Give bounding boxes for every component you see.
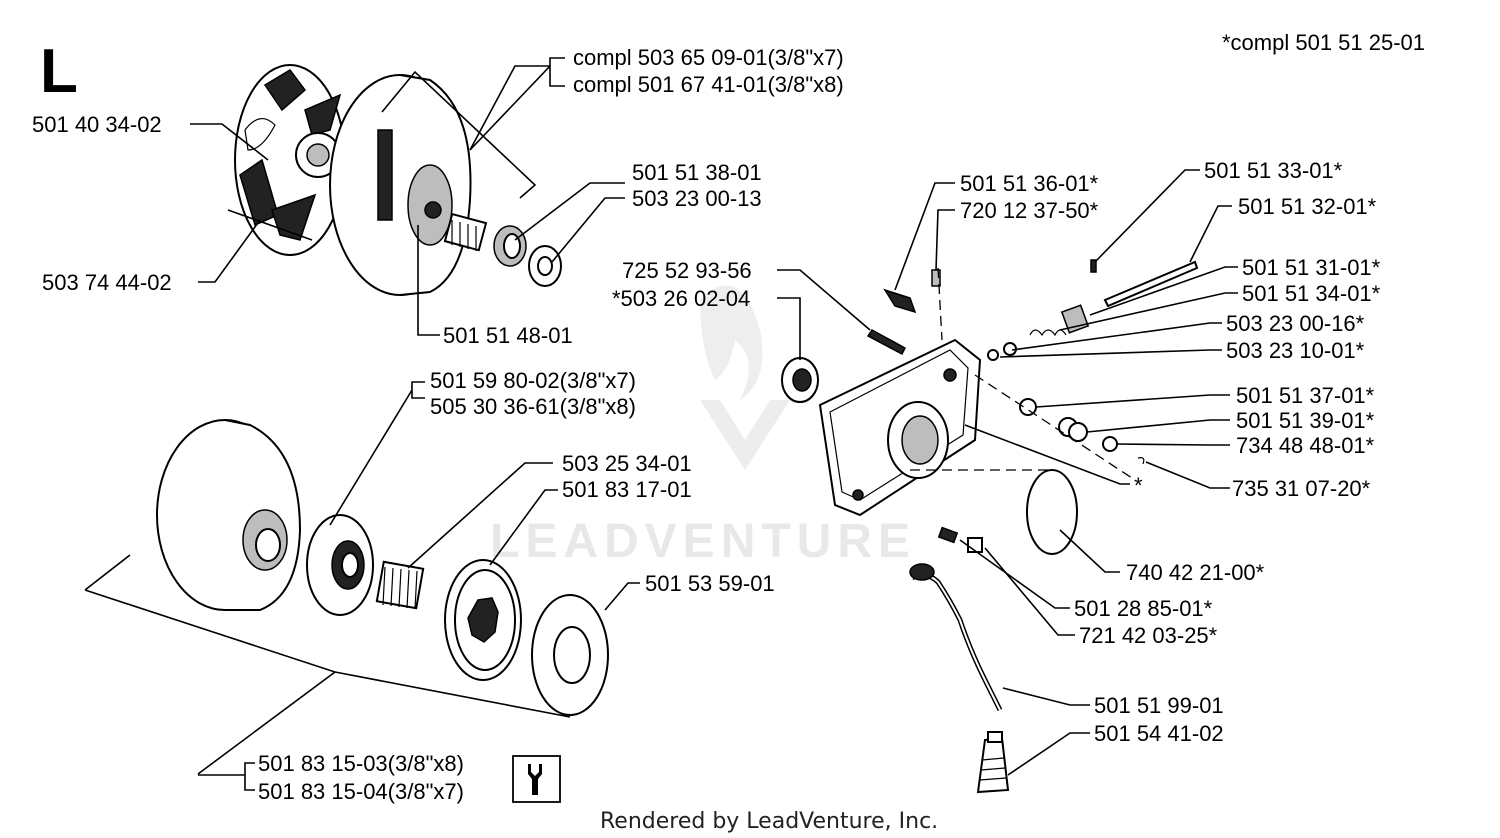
label-ring-10: 503 23 10-01* <box>1226 338 1365 363</box>
label-clutch-shoe: 503 74 44-02 <box>42 270 172 295</box>
label-gear-31: 501 51 31-01* <box>1242 255 1381 280</box>
wrench-icon <box>512 755 561 803</box>
section-letter: L <box>40 37 78 106</box>
label-oring: 740 42 21-00* <box>1126 560 1265 585</box>
label-spring-33: 501 51 33-01* <box>1204 158 1343 183</box>
label-spring-39: 501 51 39-01* <box>1236 408 1375 433</box>
label-pipe: 501 51 99-01 <box>1094 693 1224 718</box>
label-washer-59: 501 53 59-01 <box>645 571 775 596</box>
label-plug: 501 51 36-01* <box>960 171 1099 196</box>
label-hose: 501 28 85-01* <box>1074 596 1213 621</box>
label-needle-34: 503 25 34-01 <box>562 451 692 476</box>
drum-assembly <box>156 419 609 716</box>
watermark-text: LEADVENTURE <box>490 515 916 568</box>
kit-note: *compl 501 51 25-01 <box>1222 30 1425 55</box>
label-clutch-spring: 501 40 34-02 <box>32 112 162 137</box>
label-rim-x8: 505 30 36-61(3/8"x8) <box>430 394 636 419</box>
leader-lines <box>84 57 1238 791</box>
label-star: * <box>1134 473 1143 498</box>
label-seal: *503 26 02-04 <box>612 286 750 311</box>
footer-credit: Rendered by LeadVenture, Inc. <box>600 809 938 834</box>
label-nut: 721 42 03-25* <box>1079 623 1218 648</box>
label-bearing: 501 51 38-01 <box>632 160 762 185</box>
label-pin: 720 12 37-50* <box>960 198 1099 223</box>
oil-pump-assembly <box>781 259 1199 794</box>
label-worm-34: 501 51 34-01* <box>1242 281 1381 306</box>
label-washer-13: 503 23 00-13 <box>632 186 762 211</box>
label-drum-x8: 501 83 15-03(3/8"x8) <box>258 751 464 776</box>
label-washer-37: 501 51 37-01* <box>1236 383 1375 408</box>
watermark: LEADVENTURE <box>490 285 916 568</box>
label-drum-x7: 501 83 15-04(3/8"x7) <box>258 779 464 804</box>
label-needle-48: 501 51 48-01 <box>443 323 573 348</box>
label-rim-x7: 501 59 80-02(3/8"x7) <box>430 368 636 393</box>
clutch-assembly <box>234 64 562 296</box>
label-screw-725: 725 52 93-56 <box>622 258 752 283</box>
label-compl-x8: compl 501 67 41-01(3/8"x8) <box>573 72 844 97</box>
label-clip: 735 31 07-20* <box>1232 476 1371 501</box>
label-compl-x7: compl 503 65 09-01(3/8"x7) <box>573 45 844 70</box>
label-shaft-32: 501 51 32-01* <box>1238 194 1377 219</box>
label-washer-16: 503 23 00-16* <box>1226 311 1365 336</box>
label-filter: 501 54 41-02 <box>1094 721 1224 746</box>
label-washer-48: 734 48 48-01* <box>1236 433 1375 458</box>
label-sprocket: 501 83 17-01 <box>562 477 692 502</box>
